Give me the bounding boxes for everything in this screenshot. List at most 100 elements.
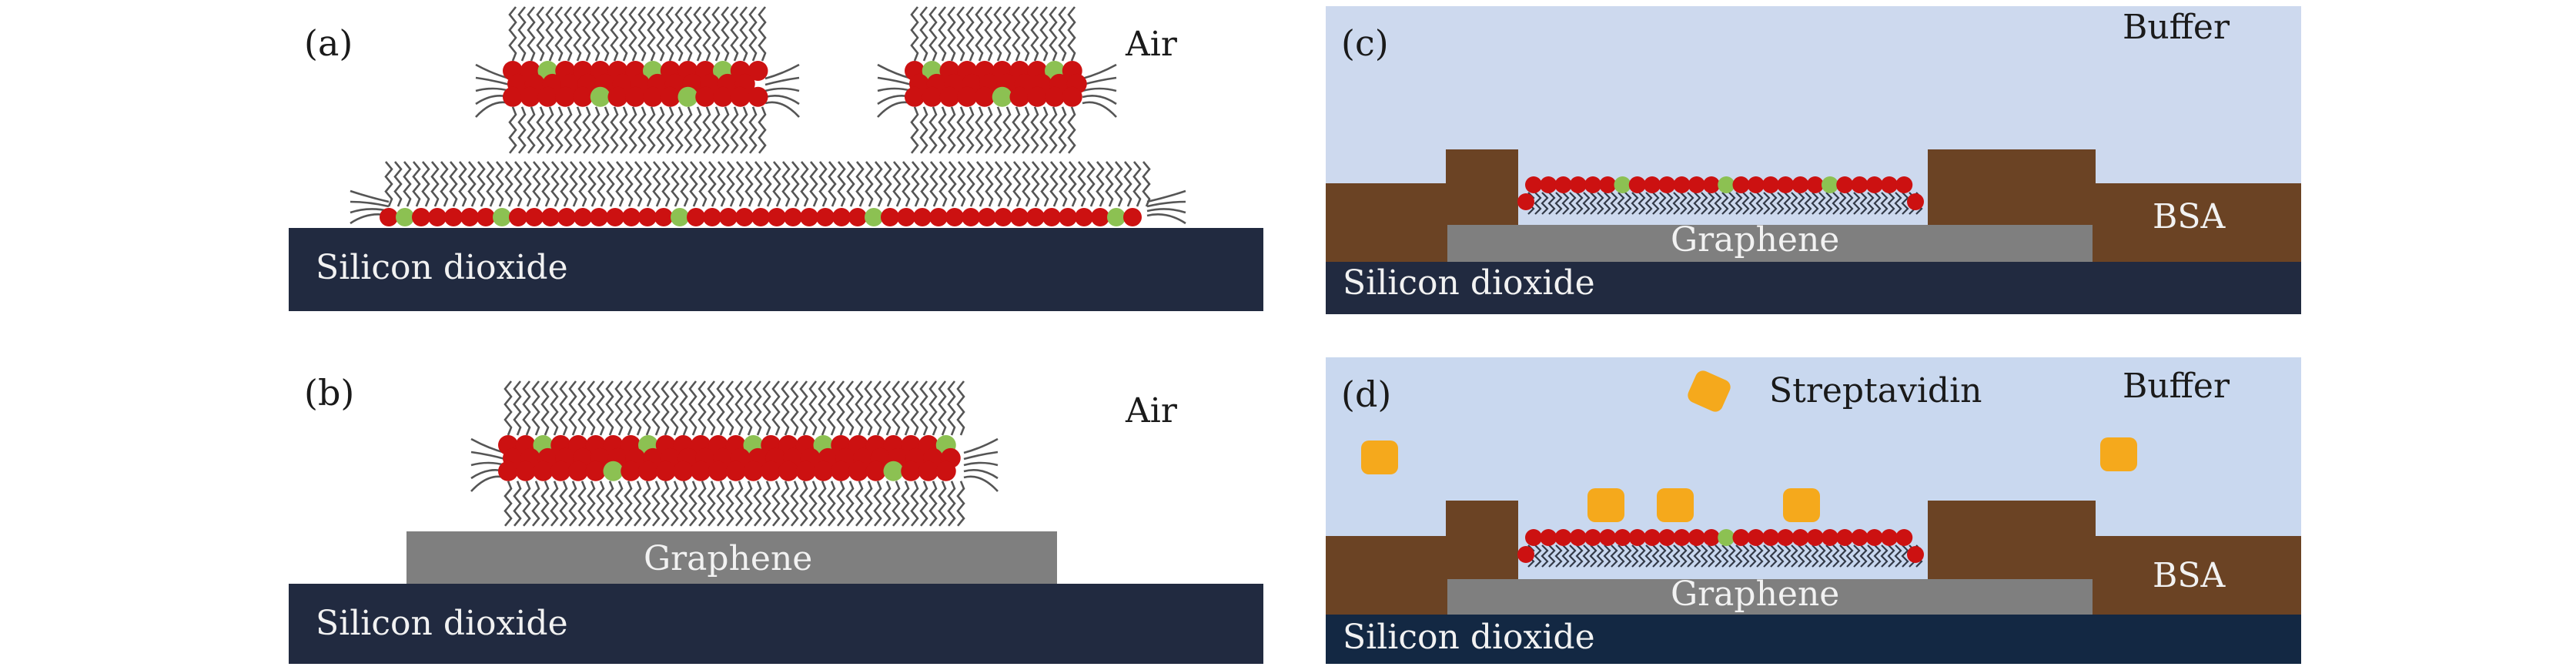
lipid-tail: [1735, 192, 1743, 215]
lipid-tail: [1859, 192, 1868, 215]
medium-label: Buffer: [2123, 367, 2230, 406]
lipid-tail: [1589, 544, 1597, 568]
lipid-tail: [652, 161, 661, 207]
lipid-headgroup: [1584, 176, 1601, 193]
lipid-tail: [475, 101, 510, 118]
lipid-headgroup: [1777, 176, 1795, 193]
lipid-headgroup: [537, 86, 558, 107]
lipid-tail: [963, 475, 999, 492]
lipid-tail: [1707, 192, 1715, 215]
lipid-headgroup: [607, 86, 628, 107]
lipid-tail: [651, 481, 661, 527]
lipid-tail: [637, 106, 647, 154]
lipid-headgroup: [1865, 176, 1883, 193]
lipid-tail: [993, 106, 1002, 154]
lipid-tail: [928, 481, 938, 527]
lipid-tail: [1873, 192, 1882, 215]
lipid-tail: [698, 481, 707, 527]
lipid-tail: [1797, 544, 1805, 568]
lipid-tail: [1077, 161, 1086, 207]
lipid-tail: [1030, 106, 1039, 154]
lipid-tail: [1059, 161, 1068, 207]
lipid-tail: [656, 6, 665, 62]
lipid-tail: [1859, 544, 1868, 568]
lipid-tail: [984, 6, 993, 62]
panel-b: (b) Air Graphene Silicon dioxide: [289, 372, 1263, 664]
lipid-tail: [763, 161, 772, 207]
lipid-tail: [564, 106, 573, 154]
lipid-headgroup: [832, 208, 851, 226]
lipid-headgroup: [1062, 86, 1082, 107]
lipid-tail: [877, 101, 912, 118]
lipid-tail: [874, 161, 883, 207]
lipid-tail: [508, 106, 517, 154]
lipid-tail: [591, 6, 601, 62]
lipid-headgroup: [1517, 546, 1534, 563]
lipid-tail: [708, 161, 717, 207]
lipid-tail: [1769, 192, 1778, 215]
lipid-tail: [1658, 192, 1667, 215]
lipid-tail: [1610, 192, 1618, 215]
lipid-headgroup: [525, 208, 544, 226]
lipid-tail: [764, 101, 800, 118]
lipid-tail: [545, 6, 554, 62]
lipid-tail: [910, 6, 919, 62]
lipid-tail: [711, 106, 721, 154]
bsa-label: BSA: [2153, 197, 2226, 236]
lipid-tail: [1040, 161, 1049, 207]
lipid-headgroup: [1540, 529, 1557, 546]
lipid-headgroup: [585, 461, 606, 481]
lipid-tail: [702, 6, 711, 62]
lipid-tail: [1031, 161, 1040, 207]
lipid-headgroup: [813, 461, 834, 481]
lipid-tail: [1825, 544, 1833, 568]
lipid-tail: [1554, 192, 1563, 215]
lipid-tail: [440, 161, 449, 207]
lipid-tail: [956, 106, 965, 154]
lipid-tail: [1058, 106, 1067, 154]
lipid-tail: [726, 161, 735, 207]
lipid-tail: [734, 380, 744, 436]
lipid-tail: [573, 106, 582, 154]
lipid-tail: [1762, 544, 1771, 568]
lipid-headgroup: [703, 208, 721, 226]
lipid-tail: [1534, 192, 1542, 215]
lipid-tail: [605, 481, 614, 527]
lipid-headgroup: [673, 461, 694, 481]
lipid-tail: [1068, 161, 1077, 207]
lipid-tail: [1146, 200, 1186, 208]
lipid-tail: [948, 161, 957, 207]
lipid-tail: [1686, 192, 1694, 215]
lipid-tail: [698, 380, 707, 436]
lipid-tail: [837, 161, 846, 207]
lipid-tail: [963, 461, 999, 467]
bsa-left: [1326, 501, 1518, 615]
lipid-tail: [772, 161, 781, 207]
lipid-tail: [573, 6, 582, 62]
lipid-tail: [702, 106, 711, 154]
lipid-tail: [855, 481, 864, 527]
lipid-tail: [522, 380, 531, 436]
lipid-tail: [753, 481, 762, 527]
lipid-tail: [919, 106, 928, 154]
lipid-tail: [965, 106, 975, 154]
lipid-tail: [486, 161, 495, 207]
lipid-headgroup: [568, 461, 588, 481]
lipid-tail: [642, 380, 651, 436]
lipid-tail: [790, 380, 799, 436]
lipid-tail: [1021, 106, 1030, 154]
biotin-headgroup: [590, 86, 611, 107]
lipid-tail: [938, 161, 948, 207]
lipid-tail: [771, 380, 781, 436]
lipid-headgroup: [1540, 176, 1557, 193]
lipid-tail: [1534, 544, 1542, 568]
biotin-headgroup: [396, 208, 414, 226]
lipid-tail: [975, 106, 984, 154]
lipid-tail: [1741, 544, 1750, 568]
lipid-tail: [762, 380, 771, 436]
lipid-tail: [956, 6, 965, 62]
lipid-headgroup: [573, 86, 593, 107]
lipid-tail: [550, 481, 559, 527]
lipid-headgroup: [978, 208, 996, 226]
lipid-tail: [994, 161, 1003, 207]
